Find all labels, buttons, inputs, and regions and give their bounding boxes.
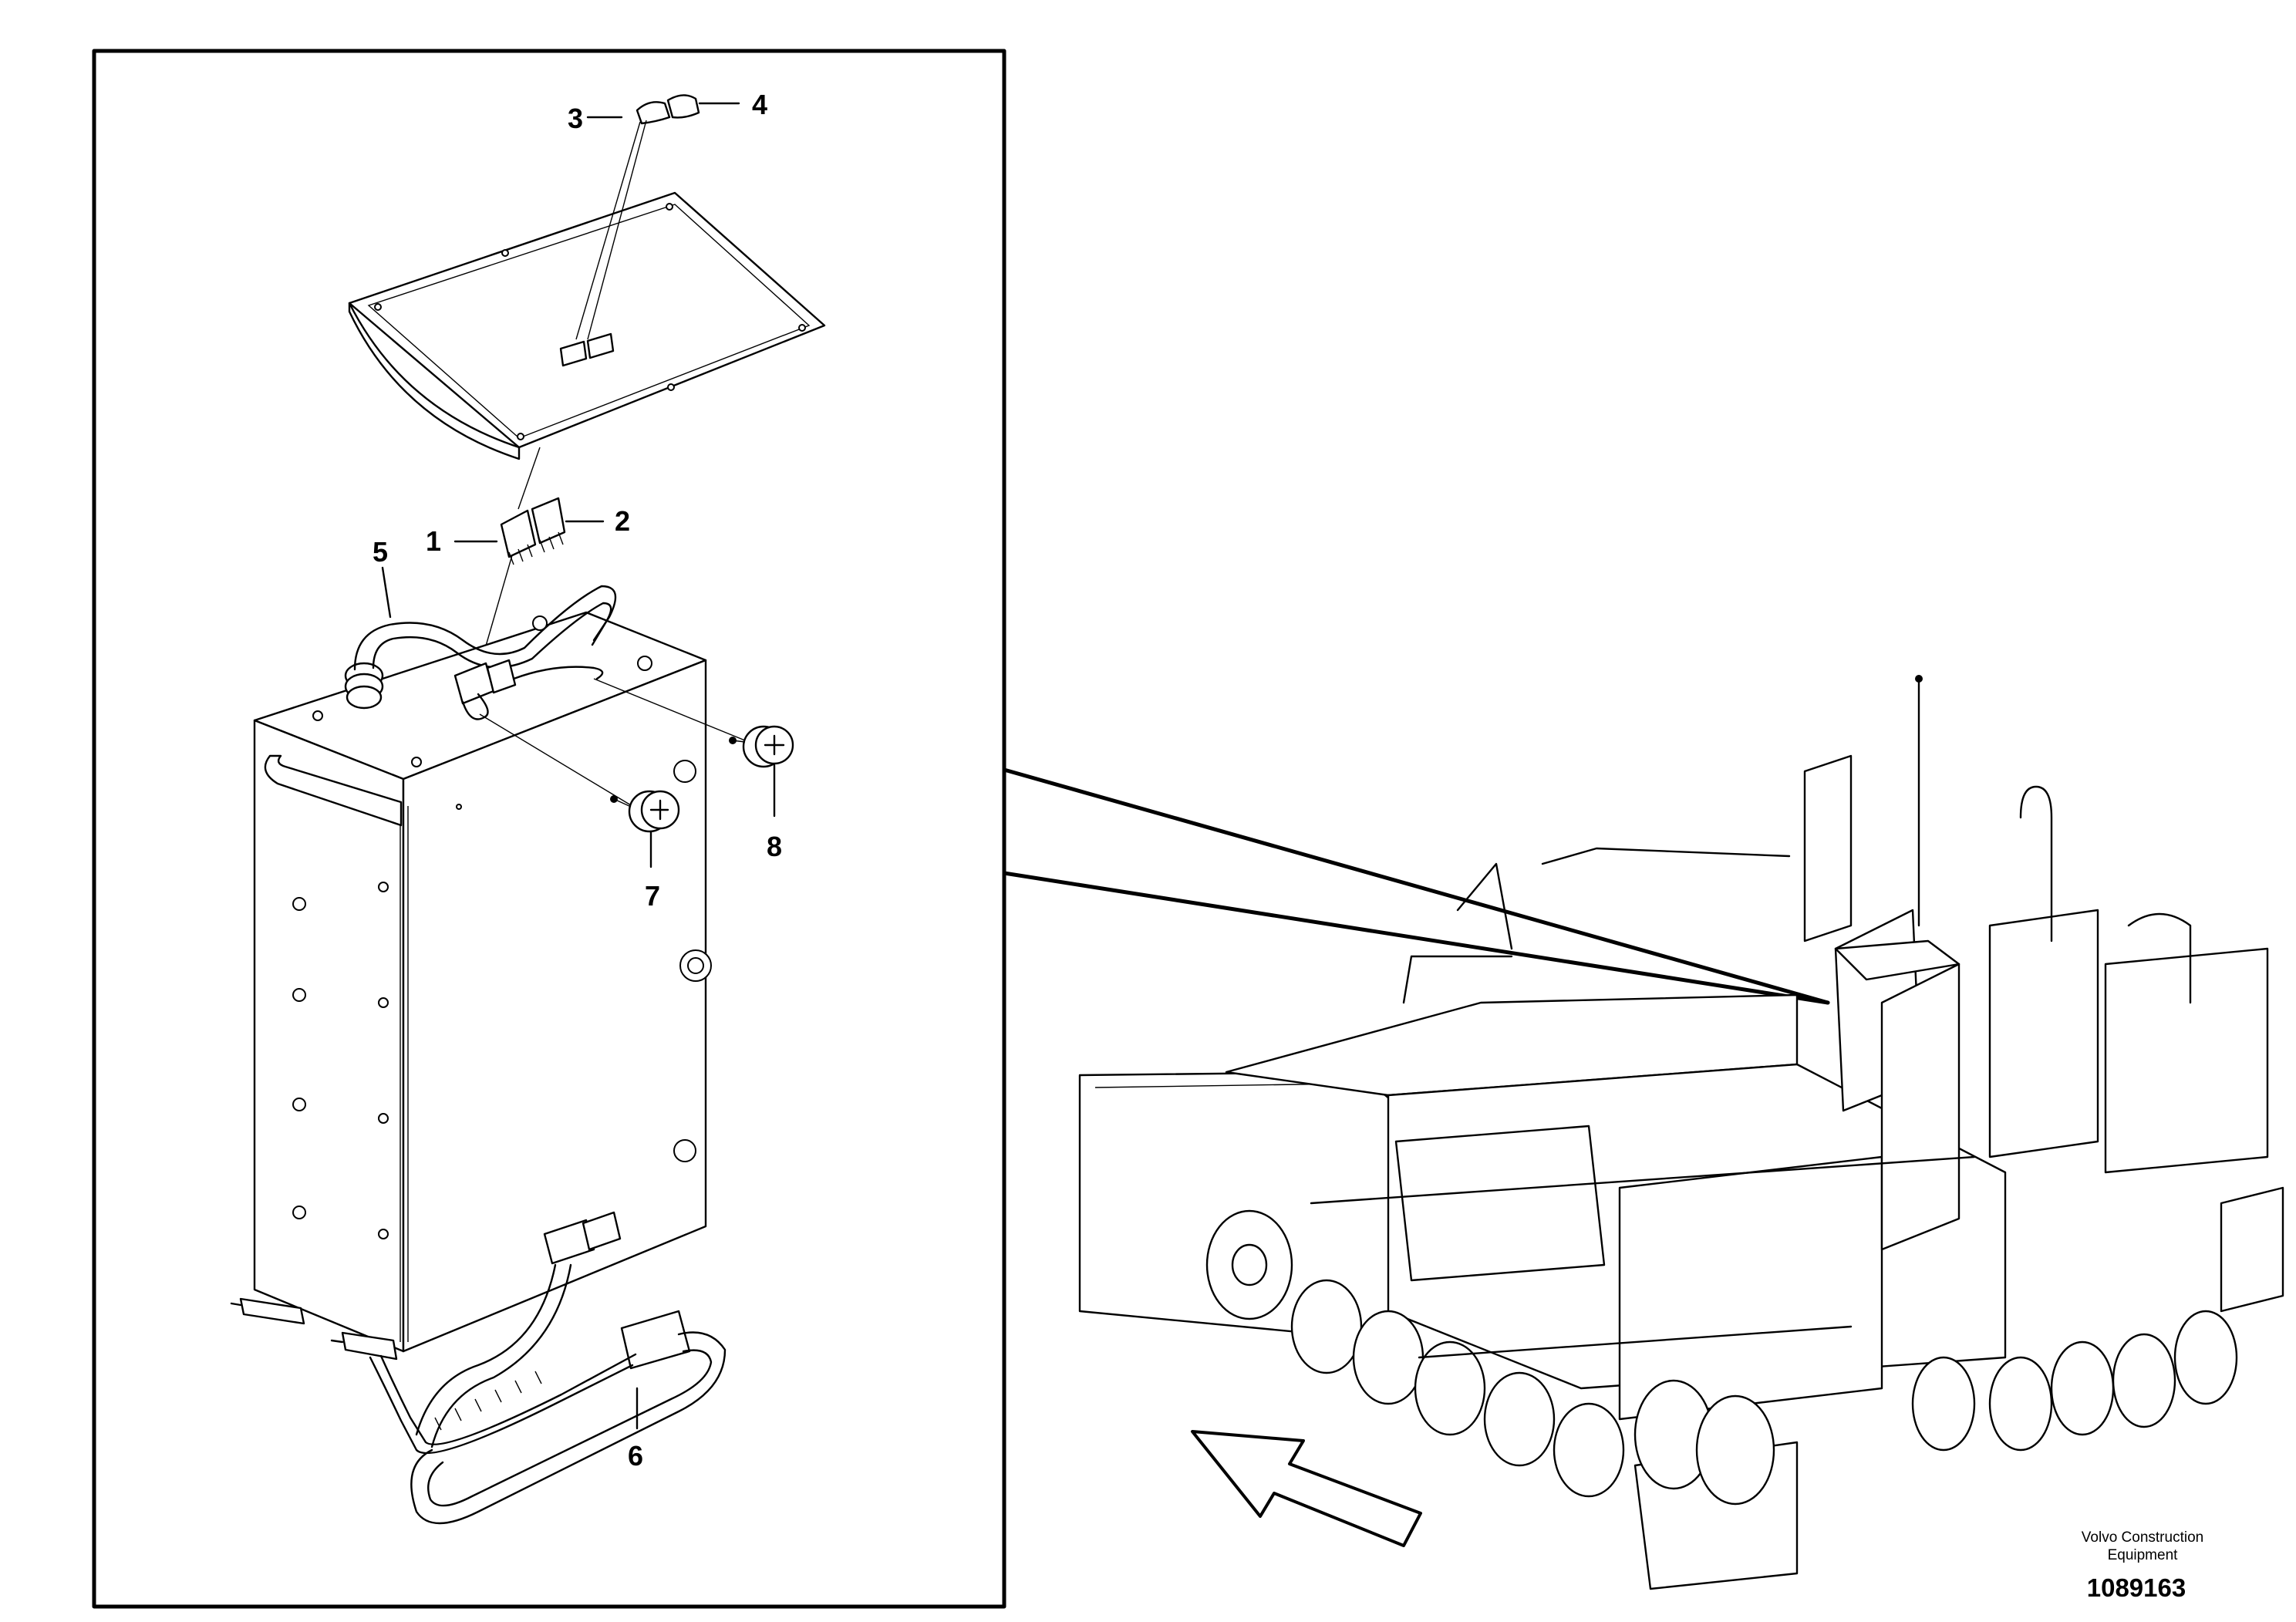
leader-lines — [381, 102, 776, 1430]
switch-caps — [575, 94, 700, 340]
harness-6 — [230, 1211, 727, 1525]
callout-5: 5 — [373, 536, 388, 568]
connector-7 — [479, 713, 680, 833]
cover-panel — [348, 191, 826, 460]
part-number: 1089163 — [2087, 1573, 2186, 1602]
callout-1: 1 — [426, 525, 441, 557]
detail-frame — [92, 49, 1830, 1609]
connector-8 — [593, 678, 794, 768]
switches — [480, 447, 566, 663]
callout-8: 8 — [767, 831, 782, 862]
callout-7: 7 — [645, 880, 660, 912]
top-harness — [453, 659, 604, 720]
brand-line-2: Equipment — [2108, 1547, 2179, 1563]
callout-3: 3 — [568, 103, 583, 134]
brand-line-1: Volvo Construction — [2082, 1529, 2203, 1546]
callout-4: 4 — [752, 89, 767, 120]
callout-2: 2 — [615, 505, 630, 537]
direction-arrow — [1191, 1430, 1422, 1547]
paver-machine — [1078, 675, 2284, 1590]
control-box — [253, 611, 712, 1353]
callout-6: 6 — [628, 1440, 643, 1472]
